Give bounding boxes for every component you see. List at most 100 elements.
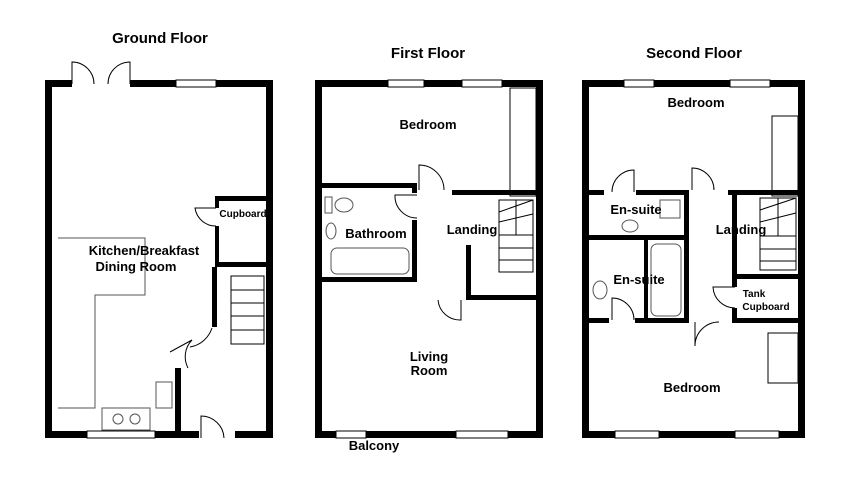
balcony-door [335, 430, 367, 439]
bathroom-wall-top [322, 183, 415, 188]
wall-bottom [315, 431, 543, 438]
living-label-line2: Room [411, 363, 448, 378]
second-floor-plan: Second Floor En-suite En-suite [582, 45, 805, 439]
wall-top-left [45, 80, 72, 87]
window-top [175, 79, 217, 88]
bedroom-label: Bedroom [399, 117, 456, 132]
wall-bottom [582, 431, 805, 438]
basin-icon [325, 222, 337, 240]
landing-wall-top [728, 190, 798, 195]
living-label-line1: Living [410, 349, 448, 364]
front-door-icon [200, 415, 225, 439]
wall-left [582, 80, 589, 438]
hall-wall [175, 368, 181, 431]
tank-cupboard-wall-side-lower [732, 308, 737, 322]
first-floor-plan: First Floor Bathroom Landing Bedroom [315, 45, 543, 453]
bedroom-bottom-door-icon [694, 321, 720, 347]
window-top-right [461, 79, 503, 88]
wall-right [536, 80, 543, 438]
ground-floor-plan: Ground Floor Cupboard Kitchen/B [45, 30, 273, 439]
hall-door-icon [169, 327, 213, 369]
ensuite2-wall-bath [644, 240, 648, 322]
wall-bottom-b [155, 431, 199, 438]
kitchen-label-line1: Kitchen/Breakfast [89, 243, 200, 258]
appliance-icon [155, 381, 173, 409]
window-bottom [86, 430, 156, 439]
wall-right [798, 80, 805, 438]
window-top-right [729, 79, 771, 88]
wall-bottom-c [235, 431, 273, 438]
cupboard-door-icon [194, 207, 217, 227]
bath-icon [650, 243, 682, 317]
bedroom-top-label: Bedroom [667, 95, 724, 110]
cupboard-wall-side [215, 196, 219, 208]
window-top-left [623, 79, 655, 88]
bathroom-wall-side-lower [412, 220, 417, 282]
toilet-icon [592, 280, 608, 300]
ensuite2-wall-side [684, 240, 689, 322]
toilet-icon [334, 197, 354, 213]
wall-left [315, 80, 322, 438]
cupboard-wall-bottom [215, 262, 266, 267]
wardrobe-top [771, 115, 799, 197]
wardrobe [509, 87, 537, 197]
tank-cupboard-wall-top [732, 274, 798, 279]
bathroom-wall-side [412, 183, 417, 193]
bath-icon [330, 247, 410, 275]
window-top-left [387, 79, 425, 88]
tank-cupboard-label-line2: Cupboard [742, 302, 789, 313]
ensuite1-wall-side [684, 190, 689, 240]
cupboard-label: Cupboard [219, 209, 266, 220]
window-bottom-left [614, 430, 660, 439]
ensuite1-wall-top-b [636, 190, 688, 195]
landing-label: Landing [447, 222, 498, 237]
window-bottom [455, 430, 509, 439]
cupboard-wall-top [215, 196, 266, 201]
shower-icon [659, 199, 681, 219]
tank-cupboard-label-line1: Tank [743, 289, 766, 300]
landing-label: Landing [716, 222, 767, 237]
basin-icon [621, 219, 639, 233]
wall-right [266, 80, 273, 438]
bathroom-door-icon [394, 194, 418, 219]
first-floor-title: First Floor [391, 45, 465, 62]
ensuite1-label: En-suite [610, 202, 661, 217]
kitchen-label-line2: Dining Room [96, 259, 177, 274]
stair-wall [212, 267, 217, 327]
wall-left [45, 80, 52, 438]
landing-wall-top [452, 190, 536, 195]
wall-bottom-a [45, 431, 87, 438]
ensuite2-door-icon [611, 297, 635, 321]
landing-wall-bottom [466, 295, 536, 300]
bathroom-label: Bathroom [345, 226, 406, 241]
tank-cupboard-door-icon [712, 286, 736, 309]
second-floor-title: Second Floor [646, 45, 742, 62]
bathroom-wall-bottom [322, 277, 417, 282]
balcony-label: Balcony [349, 438, 400, 453]
bedroom-top-door-icon [691, 167, 715, 191]
tank-cupboard-wall-bottom [732, 318, 798, 323]
ground-floor-title: Ground Floor [112, 30, 208, 47]
stairs-icon [230, 275, 265, 345]
sink-icon [101, 407, 151, 431]
ensuite1-door-icon [611, 169, 635, 193]
bedroom-bottom-label: Bedroom [663, 380, 720, 395]
ensuite-divider [589, 235, 688, 240]
landing-wall-stair [466, 245, 471, 300]
cupboard-wall-side-lower [215, 226, 219, 266]
window-bottom-right [734, 430, 780, 439]
wardrobe-bottom [767, 332, 799, 384]
wall-top [315, 80, 543, 87]
tank-cupboard-wall-side [732, 279, 737, 287]
landing-wall-stair [732, 195, 737, 275]
ensuite1-wall-top-a [589, 190, 604, 195]
ensuite2-label: En-suite [613, 272, 664, 287]
living-door-icon [437, 299, 462, 321]
ensuite2-wall-bottom-b [635, 318, 689, 323]
ensuite2-wall-bottom-a [589, 318, 609, 323]
kitchen-units [58, 237, 146, 409]
wall-top [582, 80, 805, 87]
bedroom-door-icon [418, 164, 445, 191]
patio-doors-icon [71, 61, 131, 85]
